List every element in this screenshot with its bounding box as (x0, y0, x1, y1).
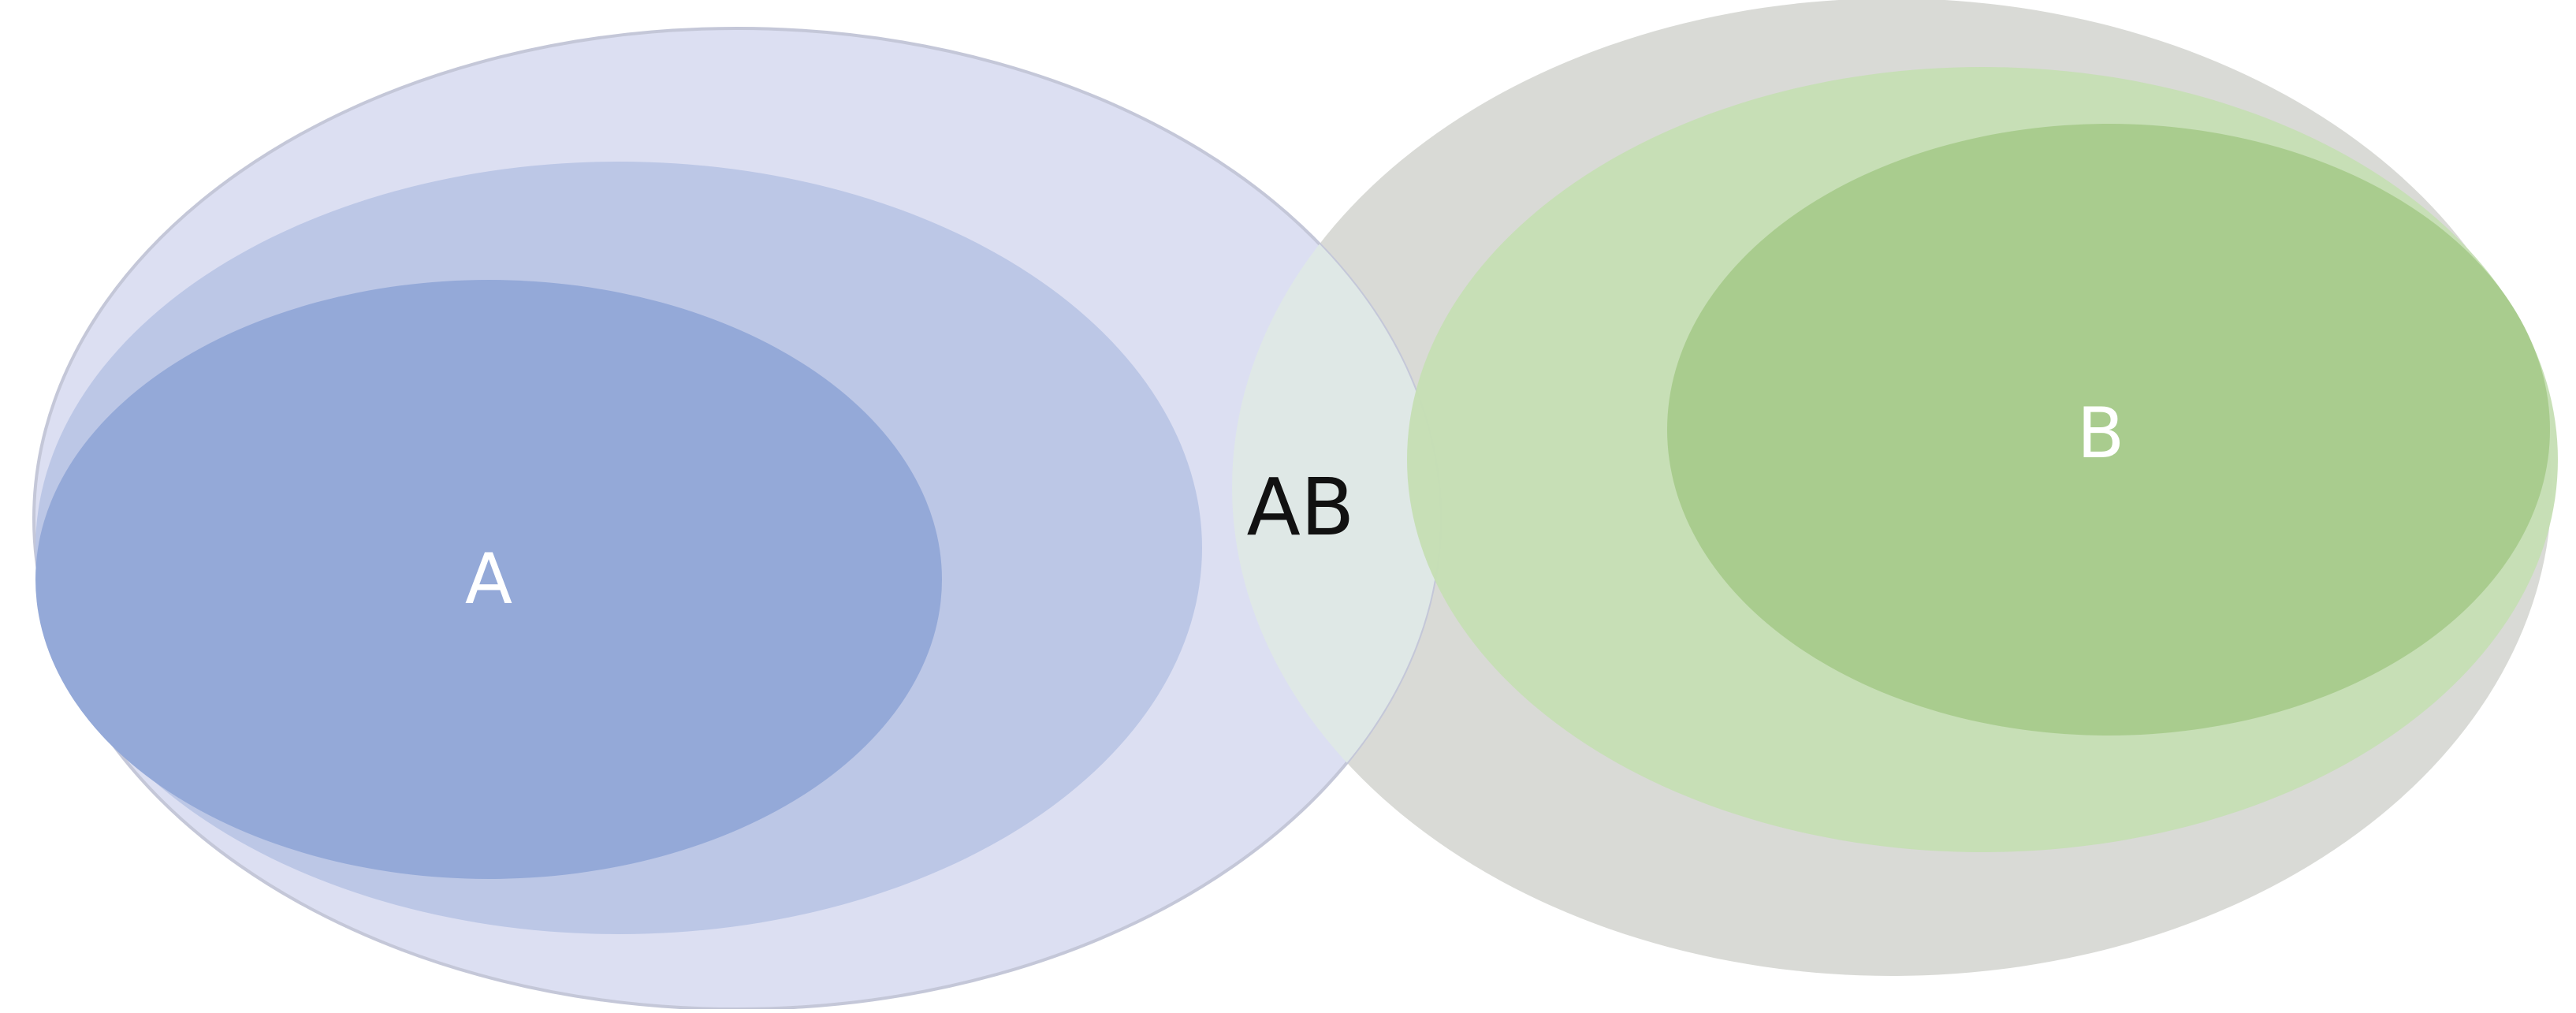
label-b: B (2077, 393, 2124, 474)
set-a-inner-ellipse (35, 280, 942, 879)
label-ab: AB (1246, 461, 1354, 553)
set-b-inner-ellipse (1667, 124, 2550, 736)
label-a: A (465, 538, 512, 620)
